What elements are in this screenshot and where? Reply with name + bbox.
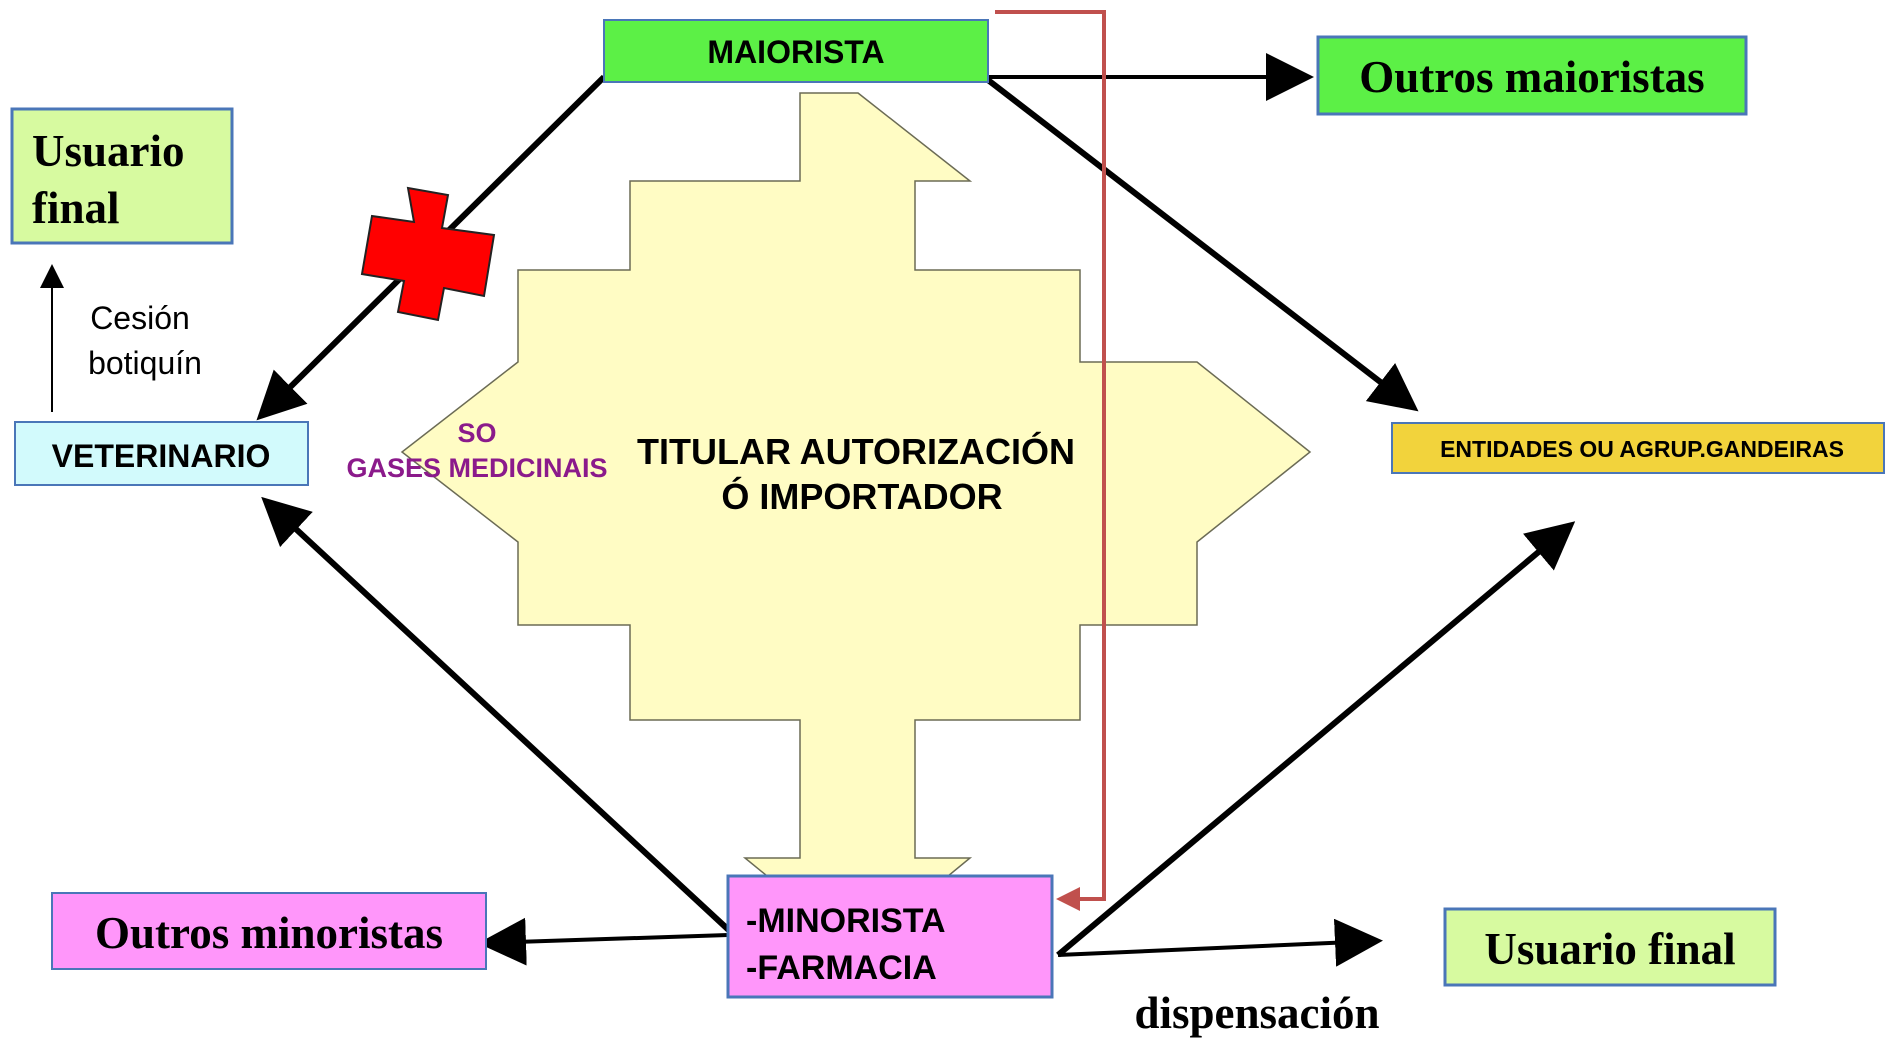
usuario-final-bottom-label: Usuario final <box>1484 924 1735 974</box>
arrow-minorista-to-veterinario <box>261 496 736 937</box>
entidades-label: ENTIDADES OU AGRUP.GANDEIRAS <box>1440 436 1844 462</box>
outros-maioristas-box <box>1316 35 1748 116</box>
center-title-line2: Ó IMPORTADOR <box>721 475 1002 517</box>
cesion-label-line1: Cesión <box>90 300 190 336</box>
outros-minoristas-label: Outros minoristas <box>95 908 443 958</box>
usuario-final-top-box <box>10 107 234 245</box>
dispensacion-label: dispensación <box>1134 988 1379 1038</box>
veterinario-box <box>14 421 309 486</box>
minorista-box <box>726 874 1054 999</box>
outros-minoristas-box <box>51 892 487 970</box>
red-cross-icon <box>360 186 496 322</box>
so-gases-line2: GASES MEDICINAIS <box>346 453 607 483</box>
so-gases-line1: SO <box>457 418 496 448</box>
veterinario-label: VETERINARIO <box>52 438 271 474</box>
maiorista-label: MAIORISTA <box>707 34 884 70</box>
arrow-maiorista-to-entidades <box>986 77 1419 412</box>
arrow-minorista-to-usuario-final <box>1057 918 1383 967</box>
maiorista-box <box>603 19 989 83</box>
usuario-final-top-line1: Usuario <box>32 126 185 176</box>
minorista-line2: -FARMACIA <box>746 949 937 987</box>
entidades-box <box>1391 422 1885 474</box>
arrow-minorista-to-outros-minoristas <box>478 917 729 966</box>
red-bracket-line <box>995 10 1106 911</box>
usuario-final-bottom-box <box>1443 907 1777 987</box>
center-title-line1: TITULAR AUTORIZACIÓN <box>637 430 1075 472</box>
usuario-final-top-line2: final <box>32 183 120 233</box>
cesion-label-line2: botiquín <box>88 345 202 381</box>
outros-maioristas-label: Outros maioristas <box>1359 52 1704 102</box>
arrow-minorista-to-entidades <box>1056 521 1576 958</box>
minorista-line1: -MINORISTA <box>746 902 946 940</box>
